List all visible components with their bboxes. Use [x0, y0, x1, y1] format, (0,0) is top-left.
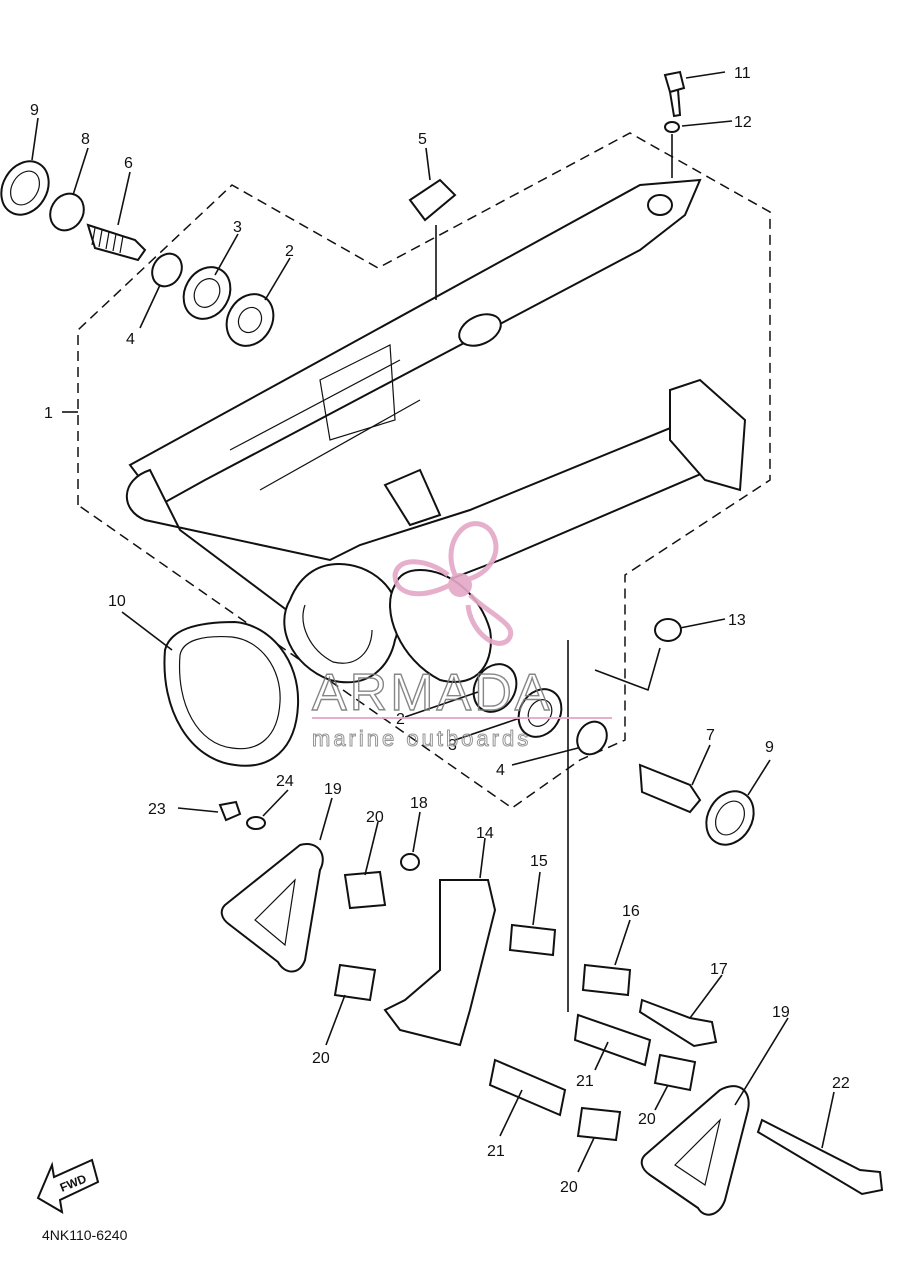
part-code: 4NK110-6240: [42, 1227, 128, 1243]
callout-20-a: 20: [366, 809, 384, 826]
collar-21-b: [488, 1058, 567, 1117]
watermark: ARMADA marine outboards: [311, 521, 612, 752]
callout-4-lower: 4: [496, 762, 505, 779]
callout-22: 22: [832, 1075, 850, 1092]
plate-5: [408, 178, 457, 222]
bearing-3-top: [182, 266, 232, 320]
washer-24: [246, 816, 266, 830]
callout-18: 18: [410, 795, 428, 812]
callout-9-right: 9: [765, 739, 774, 756]
relay-arm-19-right: [640, 1085, 750, 1216]
collar-21-a: [573, 1013, 652, 1067]
nut-23: [218, 800, 242, 822]
nut-8: [49, 192, 85, 232]
callout-23: 23: [148, 801, 166, 818]
washer-12: [664, 121, 680, 133]
fwd-arrow: FWD: [36, 1158, 100, 1214]
callout-5: 5: [418, 131, 427, 148]
callout-labels: 9 8 6 3 2 4 1 5 11 12 13 7 9 10 2 3 4 23…: [30, 65, 850, 1196]
callout-20-b: 20: [312, 1050, 330, 1067]
collar-4-lower: [576, 720, 608, 756]
callout-16: 16: [622, 903, 640, 920]
bolt-11: [663, 70, 686, 118]
dust-seal-9-right: [705, 790, 755, 846]
nut-18: [400, 853, 420, 871]
watermark-brand: ARMADA: [312, 664, 552, 722]
callout-19-right: 19: [772, 1004, 790, 1021]
callout-20-c: 20: [638, 1111, 656, 1128]
callout-21-b: 21: [487, 1143, 505, 1160]
callout-3-top: 3: [233, 219, 242, 236]
pivot-shaft-6: [86, 223, 147, 262]
callout-17: 17: [710, 961, 728, 978]
bolt-17: [638, 998, 718, 1048]
callout-10: 10: [108, 593, 126, 610]
callout-9-left: 9: [30, 102, 39, 119]
collar-15: [508, 923, 557, 957]
collar-20-a: [343, 870, 387, 910]
leader-lines: [31, 71, 835, 1173]
callout-14: 14: [476, 825, 494, 842]
connecting-rod-14: [383, 879, 497, 1047]
parts: [0, 70, 884, 1216]
collar-4-top: [151, 252, 183, 288]
callout-13: 13: [728, 612, 746, 629]
bearing-3-lower: [517, 688, 563, 738]
swingarm: [125, 178, 747, 684]
collar-16: [581, 963, 632, 997]
callout-19-left: 19: [324, 781, 342, 798]
pivot-shaft-7: [638, 763, 702, 814]
watermark-tagline: marine outboards: [312, 726, 531, 751]
ring-10: [163, 620, 300, 767]
bolt-22: [756, 1118, 884, 1196]
collar-20-b: [333, 963, 377, 1002]
callout-20-d: 20: [560, 1179, 578, 1196]
relay-arm-19-left: [220, 843, 324, 973]
callout-11: 11: [734, 65, 751, 82]
callout-8: 8: [81, 131, 90, 148]
collar-20-c: [653, 1053, 697, 1092]
collar-20-d: [576, 1106, 622, 1142]
bearing-2-lower: [472, 663, 518, 713]
bearing-2-top: [225, 293, 275, 347]
callout-6: 6: [124, 155, 133, 172]
cap-13: [654, 618, 682, 642]
callout-21-a: 21: [576, 1073, 594, 1090]
callout-2-top: 2: [285, 243, 294, 260]
callout-12: 12: [734, 114, 752, 131]
callout-3-lower: 3: [448, 737, 457, 754]
callout-7: 7: [706, 727, 715, 744]
callout-2-lower: 2: [396, 711, 405, 728]
callout-4-top: 4: [126, 331, 135, 348]
callout-1: 1: [44, 405, 53, 422]
callout-15: 15: [530, 853, 548, 870]
watermark-propeller-logo: [392, 521, 514, 646]
callout-24: 24: [276, 773, 294, 790]
